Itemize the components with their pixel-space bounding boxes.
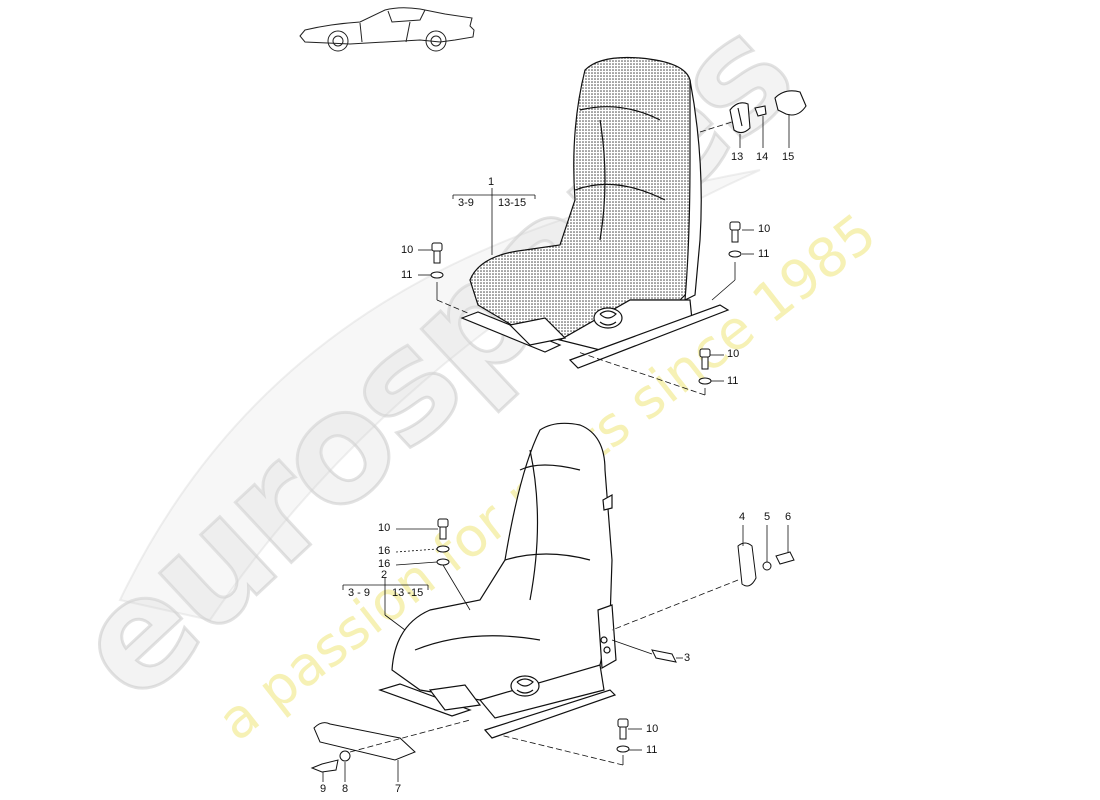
part-label-10: 10 [378,522,391,534]
fasteners-upper [430,221,742,385]
part-label-10: 10 [758,223,771,235]
leader-lines-lower [322,525,789,782]
part-label-5: 5 [764,511,771,523]
part-label-11: 11 [758,248,770,260]
part-label-8: 8 [342,783,349,795]
part-label-16: 16 [378,545,391,557]
part-label-9: 9 [320,783,327,795]
part-label-3: 3 [684,652,691,664]
watermark-swoosh [118,169,761,622]
callout-1-range-left: 3-9 [458,197,474,209]
part-label-4: 4 [739,511,746,523]
fasteners-lower [310,518,795,773]
part-label-11: 11 [727,375,739,387]
car-side-view-icon [299,7,475,52]
part-label-16: 16 [378,558,391,570]
callout-2-range-right: 13 -15 [392,587,424,599]
callout-2: 2 [381,569,388,581]
leader-lines-upper [418,114,790,396]
part-label-11: 11 [401,269,413,281]
callout-1: 1 [488,176,495,188]
callout-2-range-left: 3 - 9 [348,587,371,599]
seat-perforated-assembly [460,56,730,369]
headrest-guide-parts [729,90,807,134]
seat-plain-assembly [378,422,617,739]
part-label-14: 14 [756,151,769,163]
part-label-10: 10 [401,244,414,256]
part-label-15: 15 [782,151,795,163]
part-label-10: 10 [646,723,659,735]
part-label-11: 11 [646,744,658,756]
callout-1-range-right: 13-15 [498,197,527,209]
part-label-10: 10 [727,348,740,360]
part-label-6: 6 [785,511,792,523]
part-label-13: 13 [731,151,744,163]
part-label-7: 7 [395,783,402,795]
